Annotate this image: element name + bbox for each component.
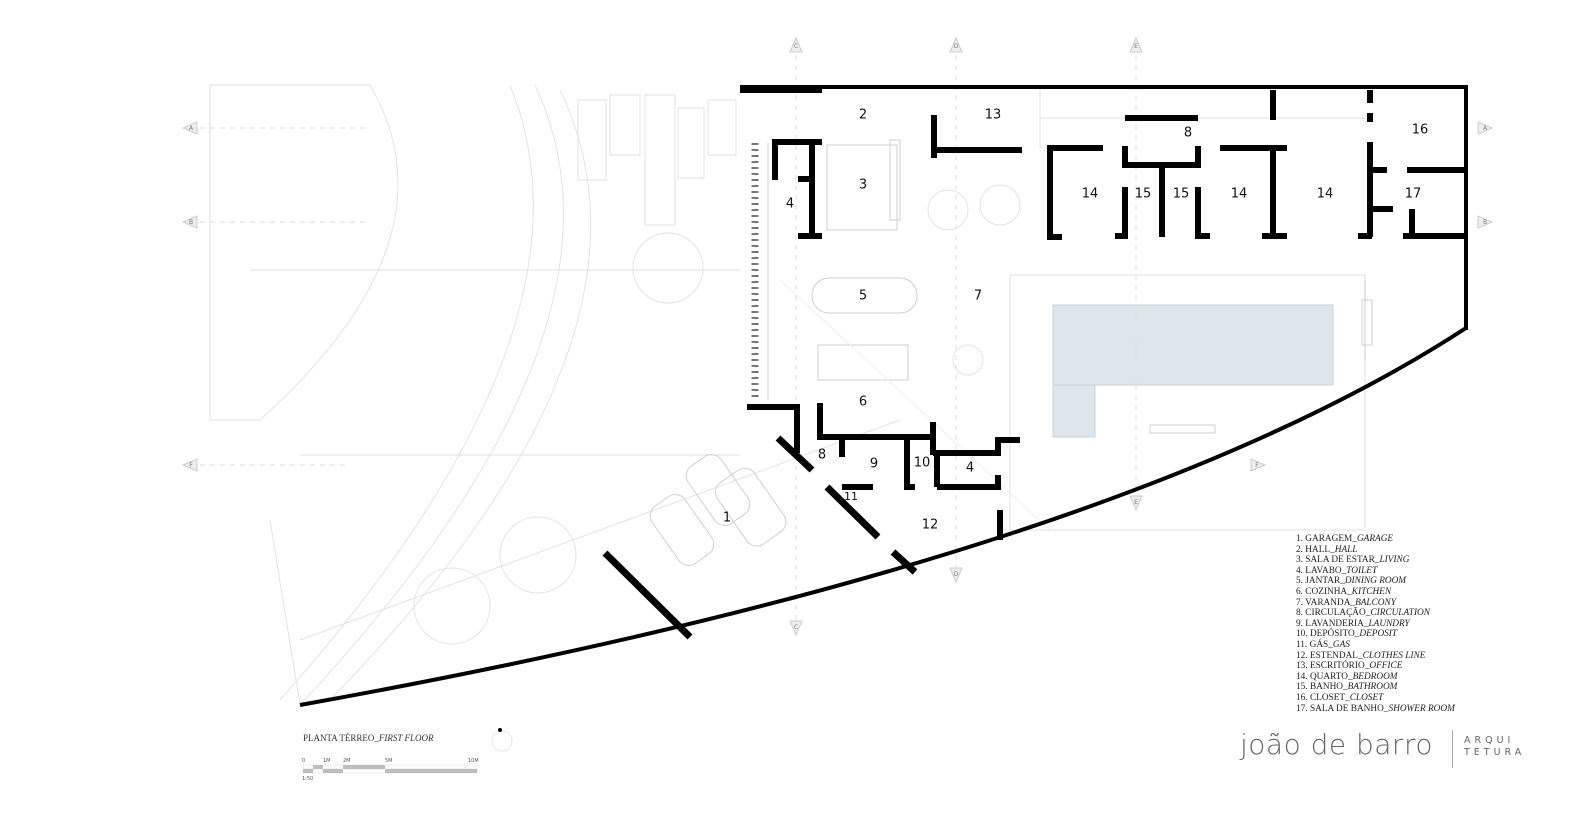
legend-item: 2. HALL_HALL bbox=[1296, 544, 1358, 555]
section-lines bbox=[200, 55, 1137, 620]
legend-item: 6. COZINHA_KITCHEN bbox=[1296, 586, 1392, 597]
scale-bar bbox=[302, 764, 478, 774]
north-arrow-icon bbox=[491, 728, 513, 752]
scale-label: 1M bbox=[323, 758, 331, 764]
legend-item: 14. QUARTO_BEDROOM bbox=[1296, 671, 1398, 682]
legend-item: 10. DEPÓSITO_DEPOSIT bbox=[1296, 629, 1398, 640]
legend-item: 12. ESTENDAL_CLOTHES LINE bbox=[1296, 650, 1426, 661]
scale-label: 10M bbox=[468, 758, 479, 764]
section-marker-d-top: D bbox=[949, 36, 963, 53]
room-label-toilet: 4 bbox=[786, 197, 794, 212]
section-marker-b-left: B bbox=[181, 215, 198, 229]
svg-text:E: E bbox=[1134, 499, 1138, 506]
section-marker-a-right: A bbox=[1477, 121, 1494, 135]
section-marker-f-right: F bbox=[1250, 458, 1267, 472]
logo-divider bbox=[1452, 730, 1453, 768]
room-label-bedroom: 14 bbox=[1082, 187, 1099, 202]
svg-text:C: C bbox=[794, 43, 798, 50]
legend-item: 8. CIRCULAÇÃO_CIRCULATION bbox=[1296, 608, 1430, 619]
svg-text:F: F bbox=[1255, 462, 1259, 469]
legend-item: 1. GARAGEM_GARAGE bbox=[1296, 534, 1394, 544]
room-label-bedroom: 14 bbox=[1317, 187, 1334, 202]
room-label-office: 13 bbox=[985, 108, 1002, 123]
room-label-toilet: 4 bbox=[966, 461, 974, 476]
legend-item: 16. CLOSET_CLOSET bbox=[1296, 692, 1384, 703]
section-marker-e-bottom: E bbox=[1129, 495, 1143, 512]
section-marker-d-bottom: D bbox=[949, 567, 963, 584]
drawing-title: PLANTA TÉRREO_FIRST FLOOR bbox=[303, 733, 434, 743]
section-marker-a-left: A bbox=[181, 121, 198, 135]
room-label-balcony: 7 bbox=[974, 289, 982, 304]
scale-ratio: 1:50 bbox=[302, 776, 314, 782]
room-label-bathroom: 15 bbox=[1173, 187, 1190, 202]
room-label-laundry: 9 bbox=[870, 457, 878, 472]
room-label-bedroom: 14 bbox=[1231, 187, 1248, 202]
room-label-hall: 2 bbox=[859, 108, 867, 123]
walls bbox=[299, 85, 1468, 707]
svg-text:D: D bbox=[954, 571, 959, 578]
room-label-circulation: 8 bbox=[1184, 126, 1192, 141]
scale-label: 0 bbox=[302, 758, 306, 764]
room-label-clothes-line: 12 bbox=[922, 518, 939, 533]
legend-item: 9. LAVANDERIA_LAUNDRY bbox=[1296, 618, 1410, 629]
section-marker-f-left: F bbox=[181, 458, 198, 472]
svg-text:B: B bbox=[189, 219, 193, 226]
section-marker-b-right: B bbox=[1477, 215, 1494, 229]
logo: joão de barro bbox=[1240, 728, 1433, 761]
room-label-garage: 1 bbox=[723, 511, 731, 526]
legend-item: 15. BANHO_BATHROOM bbox=[1296, 682, 1398, 693]
room-label-kitchen: 6 bbox=[859, 395, 867, 410]
section-marker-e-top: E bbox=[1129, 36, 1143, 53]
legend-item: 3. SALA DE ESTAR_LIVING bbox=[1296, 555, 1410, 566]
pool bbox=[1052, 304, 1334, 386]
svg-text:F: F bbox=[189, 462, 193, 469]
room-label-bathroom: 15 bbox=[1135, 187, 1152, 202]
svg-text:A: A bbox=[1483, 125, 1488, 132]
legend-item: 7. VARANDA_BALCONY bbox=[1296, 597, 1396, 608]
room-label-shower-room: 17 bbox=[1405, 187, 1422, 202]
legend-item: 13. ESCRITÓRIO_OFFICE bbox=[1296, 661, 1403, 672]
section-marker-c-bottom: C bbox=[789, 620, 803, 637]
section-marker-c-top: C bbox=[789, 36, 803, 53]
room-label-dining: 5 bbox=[859, 289, 867, 304]
svg-text:A: A bbox=[189, 125, 194, 132]
section-markers: A A B B F F C C D D E E bbox=[181, 36, 1494, 637]
svg-text:E: E bbox=[1134, 43, 1138, 50]
legend-item: 11. GÁS_GAS bbox=[1296, 639, 1350, 650]
room-label-deposit: 10 bbox=[914, 456, 931, 471]
room-label-living: 3 bbox=[859, 178, 867, 193]
svg-text:C: C bbox=[794, 624, 798, 631]
svg-text:D: D bbox=[954, 43, 959, 50]
pool-steps bbox=[1052, 384, 1096, 438]
legend-item: 4. LAVABO_TOILET bbox=[1296, 565, 1378, 576]
room-label-circulation: 8 bbox=[818, 448, 826, 463]
site-context bbox=[209, 84, 1373, 706]
legend-item: 17. SALA DE BANHO_SHOWER ROOM bbox=[1296, 703, 1455, 714]
room-labels: 1 2 3 4 5 7 6 13 8 14 15 15 14 14 16 17 … bbox=[723, 108, 1428, 533]
room-label-closet: 16 bbox=[1412, 123, 1429, 138]
scale-label: 2M bbox=[343, 758, 351, 764]
room-label-gas: 11 bbox=[844, 490, 858, 503]
scale-label: 5M bbox=[385, 758, 393, 764]
svg-text:B: B bbox=[1483, 219, 1487, 226]
legend-item: 5. JANTAR_DINING ROOM bbox=[1296, 576, 1407, 587]
